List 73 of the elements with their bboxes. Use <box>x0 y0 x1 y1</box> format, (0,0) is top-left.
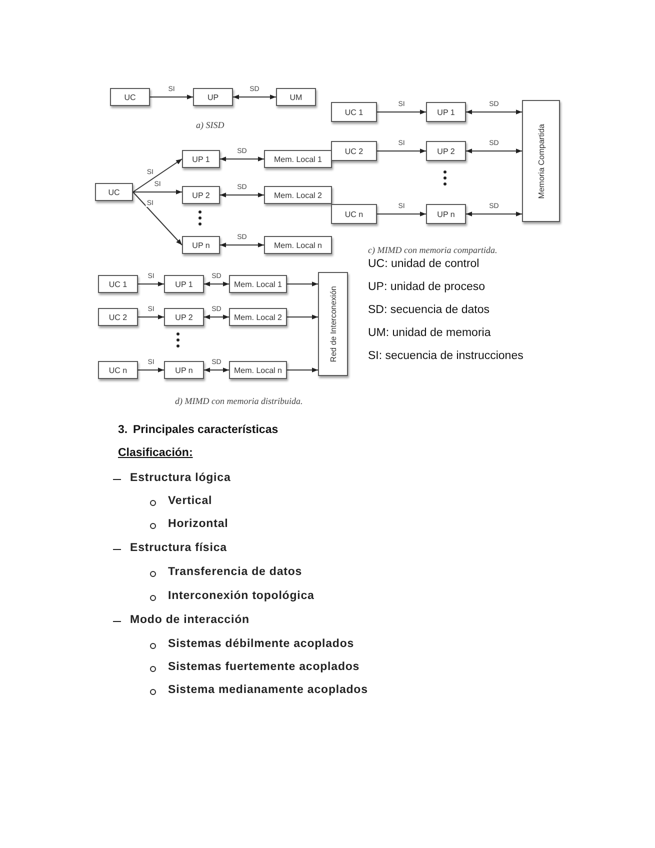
abbreviation-note: UC: unidad de control <box>368 258 480 270</box>
subheading: Clasificación: <box>118 447 193 459</box>
abbreviation-note: SI: secuencia de instrucciones <box>368 350 524 362</box>
list-item: Modo de interacción <box>130 614 250 626</box>
box-label: Memoria Compartida <box>536 124 546 198</box>
process-box: Mem. Local 2 <box>229 308 287 326</box>
process-box: UP 2 <box>182 186 220 204</box>
box-label: Red de Interconexión <box>328 286 338 362</box>
process-box: Mem. Local 1 <box>264 150 332 168</box>
process-box: UC n <box>98 361 138 379</box>
figure-caption: c) MIMD con memoria compartida. <box>368 245 498 255</box>
abbreviation-note: UP: unidad de proceso <box>368 281 485 293</box>
arrow <box>286 282 318 286</box>
list-item: Sistema medianamente acoplados <box>168 684 368 696</box>
arrow <box>376 148 426 154</box>
list-item: Interconexión topológica <box>168 590 314 602</box>
process-box: Mem. Local n <box>229 361 287 379</box>
arrow <box>376 212 426 216</box>
arrow <box>138 282 164 286</box>
arrow <box>204 368 230 372</box>
process-box: Mem. Local n <box>264 236 332 254</box>
process-box: UP 1 <box>164 275 204 293</box>
arrow <box>138 368 164 372</box>
list-item: Horizontal <box>168 518 228 530</box>
list-item: Estructura física <box>130 542 227 554</box>
arrow <box>138 314 164 320</box>
arrow <box>466 212 522 216</box>
list-item: Sistemas fuertemente acoplados <box>168 661 360 673</box>
arrow <box>466 110 522 114</box>
list-item: Estructura lógica <box>130 472 231 484</box>
arrow <box>204 314 230 320</box>
process-box: UP n <box>164 361 204 379</box>
figure-caption: a) SISD <box>196 120 224 130</box>
abbreviation-note: UM: unidad de memoria <box>368 327 491 339</box>
arrow <box>232 94 276 100</box>
arrow <box>220 156 264 162</box>
process-box: UP n <box>182 236 220 254</box>
list-item: Sistemas débilmente acoplados <box>168 638 354 650</box>
arrow <box>220 242 264 248</box>
arrow <box>150 94 194 100</box>
arrow <box>132 192 182 246</box>
arrow <box>132 190 182 194</box>
arrow <box>220 192 264 198</box>
process-box: UP 1 <box>426 102 466 122</box>
section-heading: 3. <box>118 424 128 436</box>
arrow <box>204 282 230 286</box>
memory-box <box>318 272 348 376</box>
process-box: UP 2 <box>426 141 466 161</box>
arrow <box>376 110 426 114</box>
process-box: UC 1 <box>331 102 377 122</box>
list-item: Vertical <box>168 495 212 507</box>
process-box: UM <box>276 88 316 106</box>
process-box: UC <box>95 183 133 201</box>
process-box: Mem. Local 1 <box>229 275 287 293</box>
section-heading: Principales características <box>133 424 278 436</box>
figure-caption: d) MIMD con memoria distribuida. <box>175 396 303 406</box>
process-box: UP n <box>426 204 466 224</box>
abbreviation-note: SD: secuencia de datos <box>368 304 490 316</box>
process-box: UC 2 <box>331 141 377 161</box>
process-box: UP 1 <box>182 150 220 168</box>
process-box: Mem. Local 2 <box>264 186 332 204</box>
process-box: UC n <box>331 204 377 224</box>
arrow <box>286 368 318 372</box>
memory-box <box>522 100 560 222</box>
arrow <box>466 148 522 154</box>
list-item: Transferencia de datos <box>168 566 302 578</box>
process-box: UP <box>193 88 233 106</box>
process-box: UC 2 <box>98 308 138 326</box>
process-box: UP 2 <box>164 308 204 326</box>
arrow <box>132 158 182 192</box>
process-box: UC <box>110 88 150 106</box>
process-box: UC 1 <box>98 275 138 293</box>
arrow <box>286 314 318 320</box>
